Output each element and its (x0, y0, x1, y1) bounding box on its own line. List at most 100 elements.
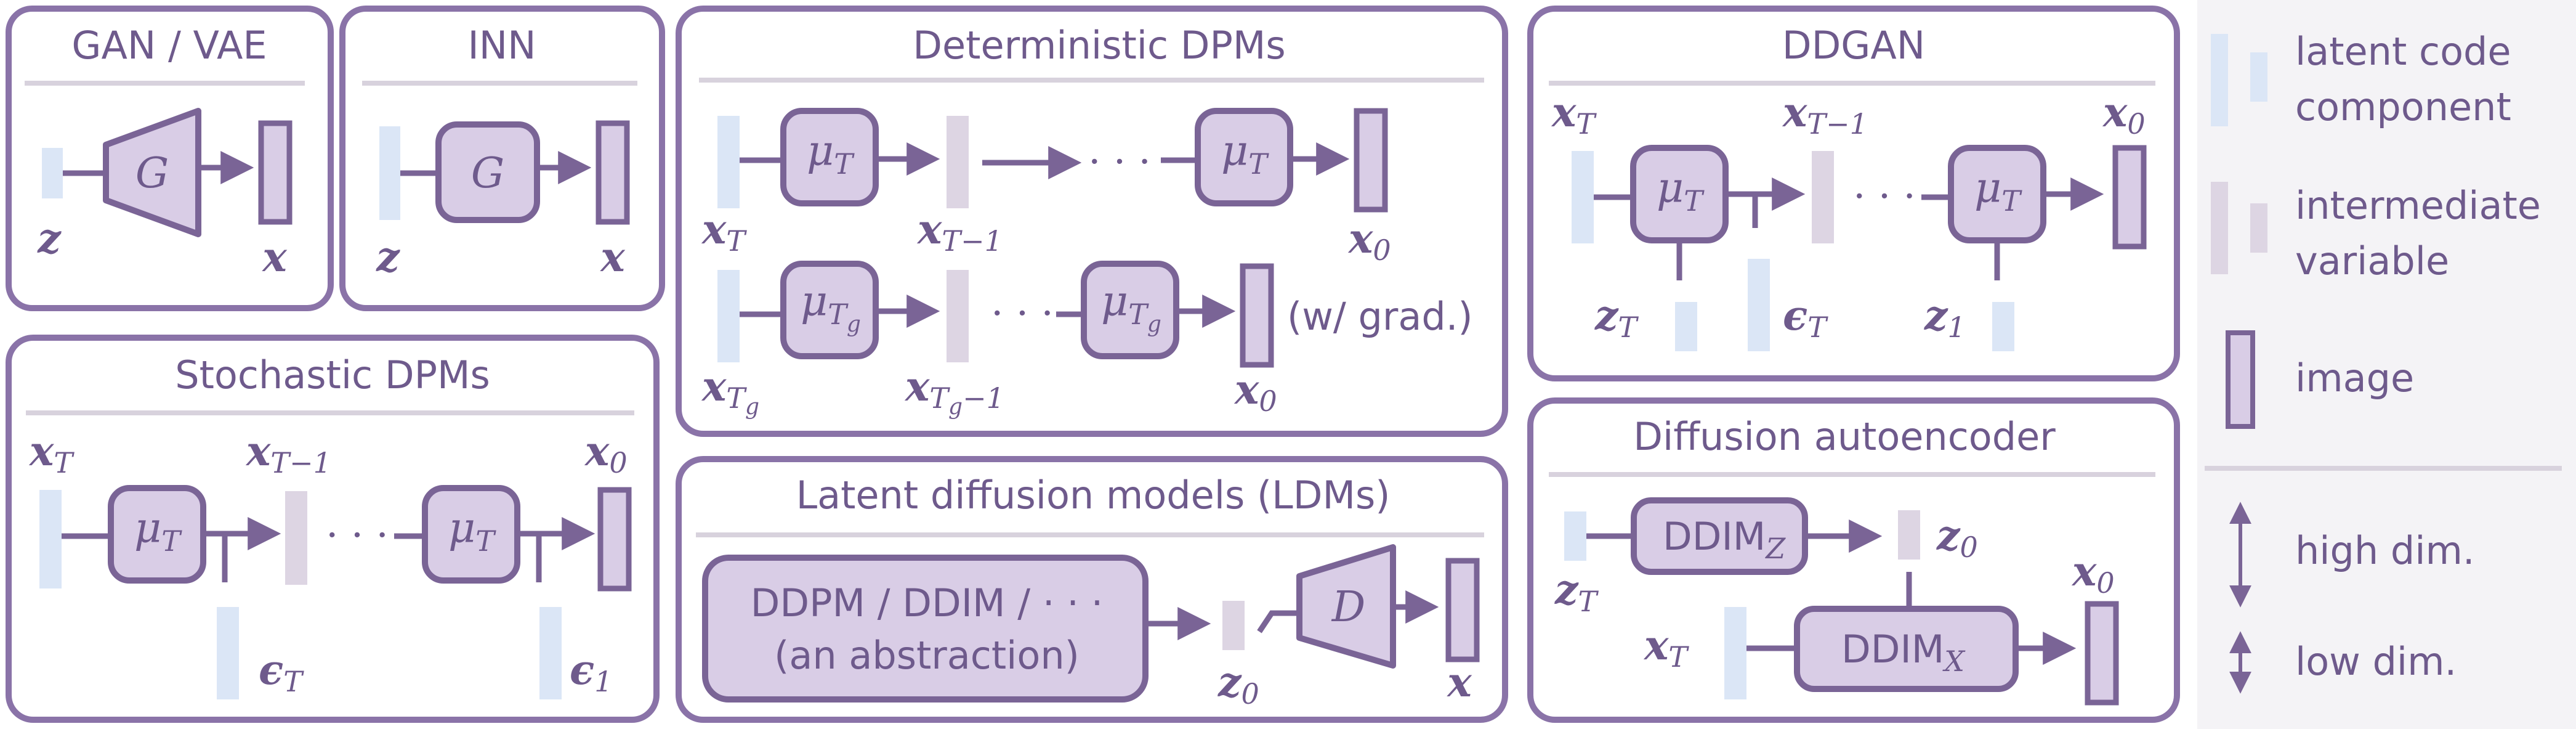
panel-title: INN (467, 23, 536, 68)
latent-code-bar (1724, 607, 1746, 699)
mu-block-label: μT (448, 504, 496, 558)
legend-image-label: image (2295, 356, 2414, 401)
image-label: x (1446, 658, 1472, 706)
legend-high-dim-label: high dim. (2295, 528, 2475, 573)
intermediate-bar (285, 491, 307, 585)
panel-title: Latent diffusion models (LDMs) (796, 473, 1391, 518)
noise-bar (539, 607, 562, 699)
panel-diffusion-autoencoder: Diffusion autoencoder DDIMZ z0 zT xT DDI… (1527, 397, 2180, 723)
latent-code-bar (1564, 511, 1586, 561)
panel-gan-vae: GAN / VAE G z x (6, 6, 334, 311)
legend-latent-swatch-low (2250, 52, 2267, 102)
latent-z0-bar (1898, 510, 1920, 560)
legend-inter-swatch-high (2211, 182, 2228, 274)
latent-code-bar (42, 148, 63, 198)
panel-title: DDGAN (1782, 23, 1925, 68)
image-bar (1445, 558, 1480, 662)
panel-frame (676, 6, 1508, 437)
panel-inn: INN G z x (339, 6, 665, 311)
latent-code-bar (1572, 151, 1594, 243)
label-x0: x0 (1347, 214, 1391, 267)
latent-code-bar (1992, 302, 2014, 351)
label-xT-1: xT−1 (245, 427, 331, 479)
label-x0: x0 (2102, 88, 2146, 141)
mu-block-label: μT (1657, 164, 1705, 218)
ddim-z-label: DDIMZ (1663, 514, 1786, 565)
generator-block (435, 121, 540, 223)
label-xT: xT (1643, 621, 1689, 674)
ellipsis: · · · (326, 513, 389, 558)
label-z0: z0 (1936, 511, 1978, 564)
label-xT: xT (1551, 88, 1597, 141)
latent-label: z (37, 214, 62, 263)
image-bar (1240, 263, 1274, 368)
label-z0: z0 (1217, 658, 1259, 711)
noise-bar (1748, 259, 1770, 351)
image-label: x (261, 233, 287, 281)
label-epsT: ϵT (259, 646, 304, 698)
panel-frame (1527, 6, 2180, 381)
panel-stochastic-dpms: Stochastic DPMs xT xT−1 x0 μT · · · μT ϵ… (6, 335, 660, 723)
panel-title: Stochastic DPMs (175, 352, 490, 397)
abstraction-line-2: (an abstraction) (774, 633, 1080, 678)
label-xT: xT (28, 427, 75, 479)
image-bar (2112, 145, 2147, 250)
latent-label: z (376, 233, 400, 281)
legend-image-swatch (2226, 330, 2255, 429)
label-x0: x0 (2071, 547, 2115, 600)
legend-latent-label-1: latent code (2295, 29, 2511, 74)
label-xTg: xTg (701, 362, 759, 420)
label-xTg-1: xTg−1 (904, 362, 1004, 420)
latent-code-bar (379, 126, 400, 220)
latent-code-bar (39, 490, 62, 588)
connector (1257, 610, 1299, 633)
decoder-block (1296, 544, 1396, 669)
latent-z0-bar (1222, 601, 1245, 650)
label-xT: xT (701, 205, 747, 258)
generator-label: G (135, 149, 169, 198)
ellipsis: · · · (991, 291, 1054, 336)
mu-block-label: μT (1221, 127, 1269, 181)
label-epsT: ϵT (1783, 291, 1828, 344)
abstraction-line-1: DDPM / DDIM / · · · (751, 580, 1104, 625)
label-z1: z1 (1924, 291, 1966, 344)
legend: latent code component intermediate varia… (2205, 29, 2562, 694)
panel-ldm: Latent diffusion models (LDMs) DDPM / DD… (676, 456, 1508, 723)
panel-frame (6, 335, 660, 723)
intermediate-bar (947, 270, 969, 362)
grad-note: (w/ grad.) (1287, 294, 1473, 339)
generator-label: G (471, 149, 504, 198)
label-zT: zT (1594, 291, 1639, 344)
noise-bar (217, 607, 239, 699)
legend-inter-label-2: variable (2295, 238, 2449, 283)
intermediate-bar (1812, 151, 1834, 243)
image-bar (596, 120, 630, 225)
abstraction-box (702, 555, 1149, 703)
label-eps1: ϵ1 (570, 646, 612, 698)
image-bar (258, 120, 293, 225)
mu-block-label: μTg (801, 277, 861, 337)
ellipsis: · · · (1853, 174, 1916, 219)
legend-latent-swatch-high (2211, 34, 2228, 126)
generator-block (103, 108, 201, 237)
panel-title: GAN / VAE (71, 23, 267, 68)
legend-low-dim-label: low dim. (2295, 639, 2457, 684)
image-bar (597, 487, 632, 592)
intermediate-bar (947, 116, 969, 208)
image-label: x (599, 233, 625, 281)
ellipsis: · · · (1088, 139, 1151, 185)
latent-code-bar (717, 116, 740, 208)
mu-block-label: μT (1974, 164, 2022, 218)
label-xT-1: xT−1 (916, 205, 1003, 258)
label-xT-1: xT−1 (1782, 88, 1868, 141)
panel-deterministic-dpms: Deterministic DPMs μT · · · μT xT xT−1 x… (676, 6, 1508, 437)
label-zT: zT (1554, 566, 1599, 618)
image-bar (2085, 601, 2119, 706)
panel-ddgan: DDGAN xT xT−1 x0 μT · · · μT zT ϵT z1 (1527, 6, 2180, 381)
latent-code-bar (1675, 302, 1697, 351)
ddim-x-label: DDIMX (1841, 627, 1966, 678)
panel-title: Deterministic DPMs (913, 23, 1285, 68)
decoder-label: D (1331, 583, 1366, 632)
mu-block-label: μT (134, 504, 182, 558)
